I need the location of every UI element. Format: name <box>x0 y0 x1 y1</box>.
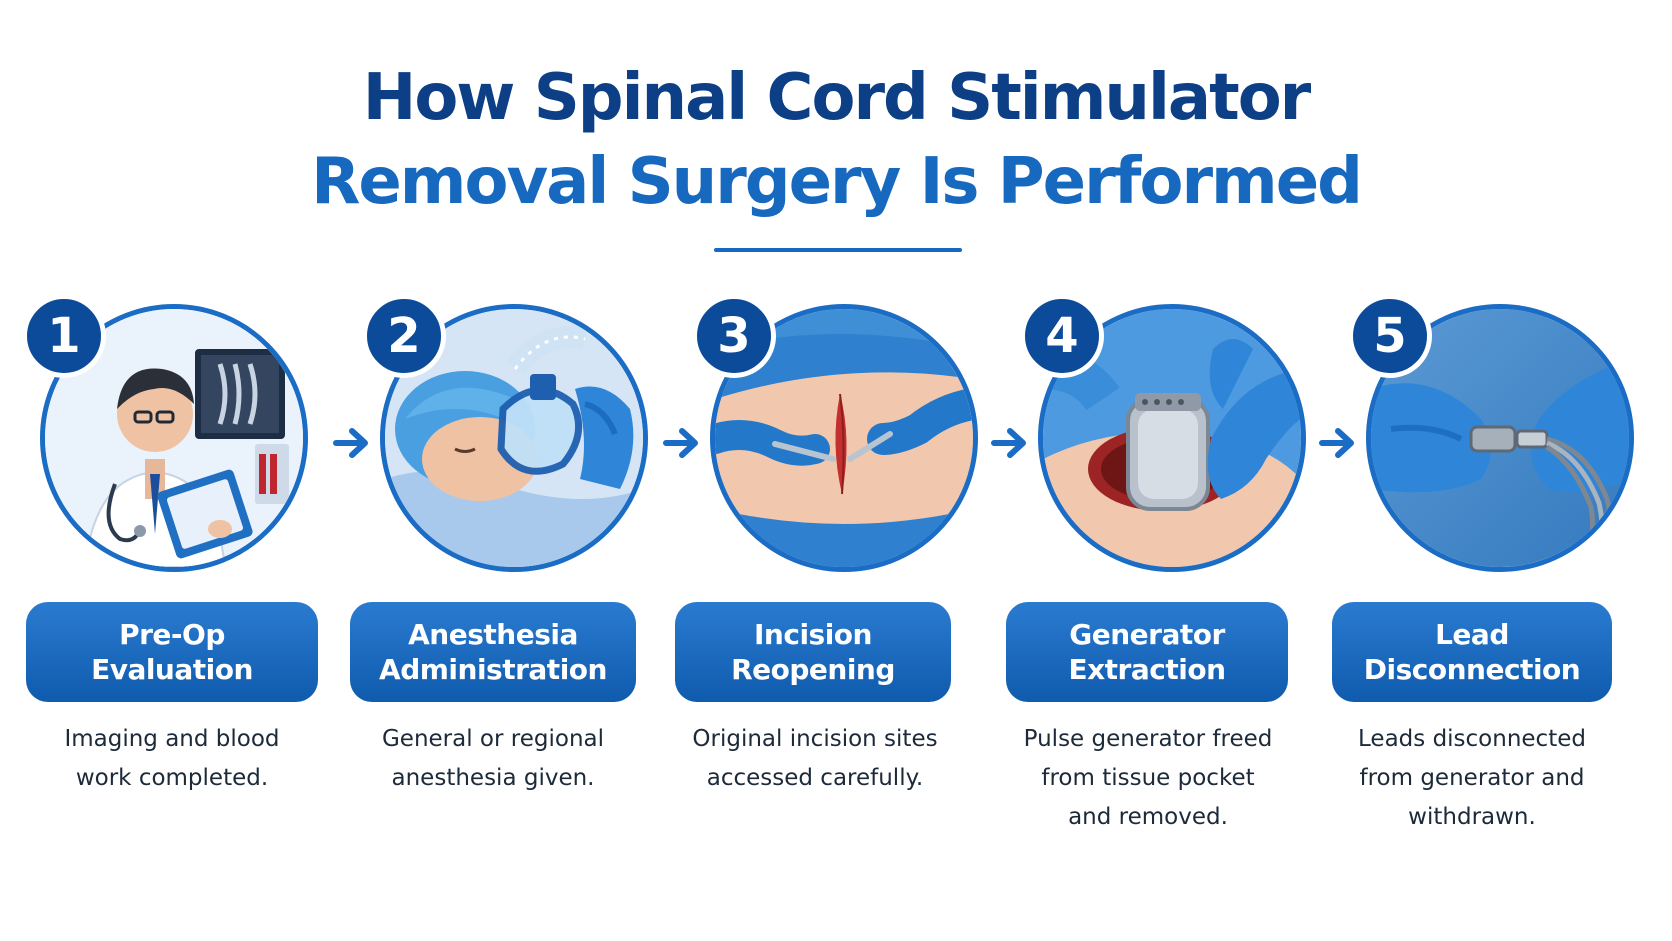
step-label-line-2: Administration <box>379 653 607 686</box>
step-desc-line-2: anesthesia given. <box>391 765 595 791</box>
arrow-right-icon <box>1319 428 1354 458</box>
step-number-badge: 1 <box>22 294 106 378</box>
arrow-right-icon <box>991 428 1026 458</box>
title-underline <box>714 248 962 252</box>
step-label-line-2: Disconnection <box>1363 653 1581 686</box>
step-label-line-1: Pre-Op <box>119 618 225 651</box>
arrow-right-icon <box>333 428 368 458</box>
step-desc-line-2: work completed. <box>75 765 269 791</box>
step-description: Imaging and blood work completed. <box>26 720 318 798</box>
step-illustration <box>710 304 978 572</box>
step-label-line-2: Evaluation <box>91 653 253 686</box>
step-label-line-2: Reopening <box>731 653 895 686</box>
step-number-badge: 4 <box>1020 294 1104 378</box>
step-description: Original incision sites accessed careful… <box>650 720 980 798</box>
step-1: 1 Pre-Op Evaluation <box>10 294 330 854</box>
step-label: Anesthesia Administration <box>350 602 636 702</box>
step-desc-line-2: from generator and <box>1359 765 1585 791</box>
step-number-badge: 2 <box>362 294 446 378</box>
step-desc-line-3: and removed. <box>1068 804 1228 830</box>
step-label: Pre-Op Evaluation <box>26 602 318 702</box>
step-4: 4 Generator Extraction Pulse generator f… <box>1006 294 1328 854</box>
step-desc-line-1: Leads disconnected <box>1358 726 1586 752</box>
incision-icon <box>715 309 973 567</box>
step-label-line-1: Generator <box>1069 618 1225 651</box>
step-3: 3 Incision Reopening Original incision s… <box>675 294 1000 854</box>
anesthesia-mask-icon <box>385 309 643 567</box>
step-desc-line-1: Original incision sites <box>692 726 938 752</box>
step-desc-line-3: withdrawn. <box>1408 804 1536 830</box>
step-desc-line-1: Imaging and blood <box>64 726 280 752</box>
arrow-right-icon <box>663 428 698 458</box>
step-label-line-2: Extraction <box>1068 653 1226 686</box>
step-number-badge: 5 <box>1348 294 1432 378</box>
step-label: Incision Reopening <box>675 602 951 702</box>
step-desc-line-1: Pulse generator freed <box>1023 726 1273 752</box>
step-description: General or regional anesthesia given. <box>350 720 636 798</box>
step-desc-line-1: General or regional <box>381 726 604 752</box>
step-2: 2 Anesthesia Administration General or r… <box>350 294 670 854</box>
step-desc-line-2: accessed carefully. <box>706 765 924 791</box>
step-label-line-1: Incision <box>754 618 872 651</box>
title-line-1: How Spinal Cord Stimulator <box>362 61 1311 135</box>
step-label: Lead Disconnection <box>1332 602 1612 702</box>
step-illustration <box>380 304 648 572</box>
step-label-line-1: Lead <box>1435 618 1509 651</box>
step-description: Pulse generator freed from tissue pocket… <box>988 720 1308 837</box>
step-label-line-1: Anesthesia <box>408 618 578 651</box>
step-desc-line-2: from tissue pocket <box>1041 765 1255 791</box>
step-number-badge: 3 <box>692 294 776 378</box>
step-5: 5 Lead Disconnection Lead <box>1332 294 1656 854</box>
step-description: Leads disconnected from generator and wi… <box>1322 720 1622 837</box>
step-label: Generator Extraction <box>1006 602 1288 702</box>
page-title: How Spinal Cord Stimulator Removal Surge… <box>0 56 1672 224</box>
title-line-2: Removal Surgery Is Performed <box>311 145 1363 219</box>
